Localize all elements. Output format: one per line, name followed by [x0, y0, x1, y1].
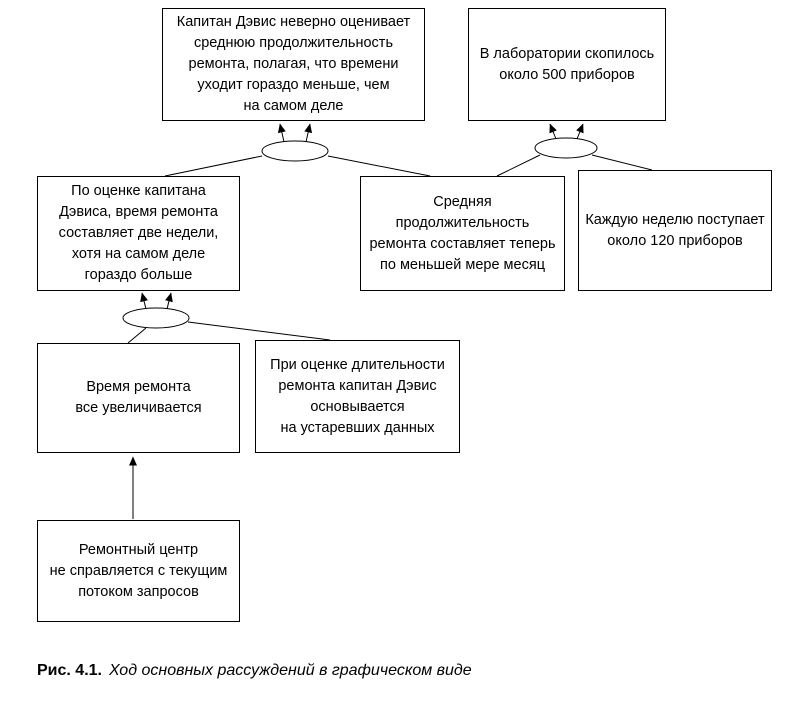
- line-growing-to-junction3: [127, 327, 147, 344]
- box-repair-time-growing: Время ремонта все увеличивается: [37, 343, 240, 453]
- arrow-junction1-left: [277, 123, 286, 143]
- box-davis-misjudges: Капитан Дэвис неверно оценивает среднюю …: [162, 8, 425, 121]
- junction-ellipse-3: [122, 307, 190, 329]
- caption-label: Рис. 4.1.: [37, 662, 102, 679]
- box-davis-estimate: По оценке капитана Дэвиса, время ремонта…: [37, 176, 240, 291]
- line-duration-to-junction2: [496, 154, 541, 177]
- arrow-junction3-left: [140, 292, 148, 310]
- line-intake-to-junction2: [591, 154, 653, 171]
- line-estimate-to-junction1: [164, 155, 263, 177]
- arrow-junction3-right: [165, 292, 173, 310]
- box-outdated-data: При оценке длительности ремонта капитан …: [255, 340, 460, 453]
- line-duration-to-junction1: [327, 155, 431, 177]
- junction-ellipse-2: [534, 137, 598, 159]
- caption-text: Ход основных рассуждений в графическом в…: [108, 662, 472, 679]
- arrow-junction1-right: [304, 123, 313, 143]
- junction-ellipse-1: [261, 140, 329, 162]
- arrow-junction2-right: [576, 123, 584, 140]
- box-center-overloaded: Ремонтный центр не справляется с текущим…: [37, 520, 240, 622]
- figure-caption: Рис. 4.1. Ход основных рассуждений в граф…: [37, 660, 472, 682]
- box-lab-overflow: В лаборатории скопилось около 500 прибор…: [468, 8, 666, 121]
- arrow-junction2-left: [549, 123, 557, 140]
- box-avg-duration: Средняя продолжительность ремонта состав…: [360, 176, 565, 291]
- line-outdated-to-junction3: [187, 321, 331, 341]
- box-weekly-intake: Каждую неделю поступает около 120 прибор…: [578, 170, 772, 291]
